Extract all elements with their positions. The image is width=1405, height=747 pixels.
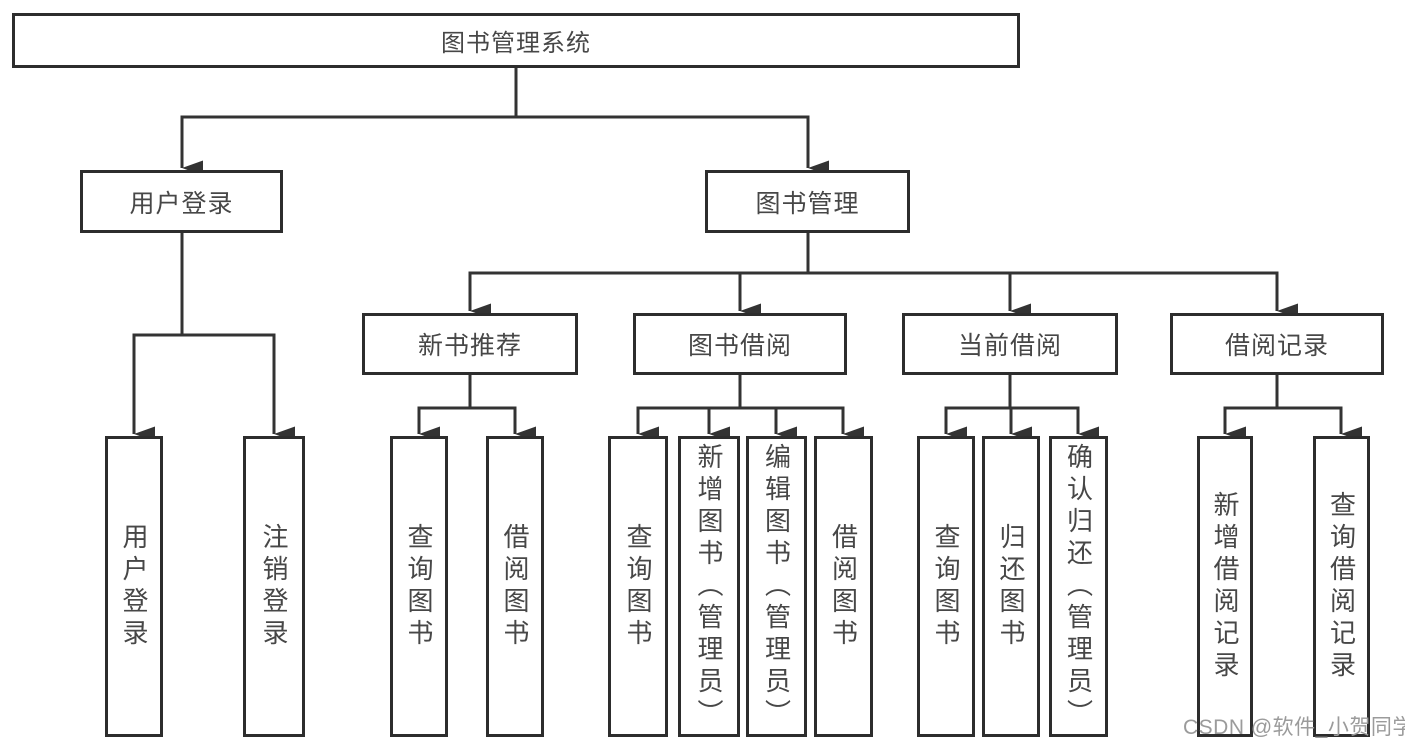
csdn-watermark: CSDN @软件_小贺同学 xyxy=(1183,716,1405,739)
node-book-management: 图书管理 xyxy=(705,170,910,233)
leaf-user-login: 用户登录 xyxy=(105,436,163,737)
leaf-logout: 注销登录 xyxy=(243,436,305,737)
leaf-return-books: 归还图书 xyxy=(982,436,1040,737)
node-current-borrow: 当前借阅 xyxy=(902,313,1118,375)
node-user-login: 用户登录 xyxy=(80,170,283,233)
node-new-book-recommend: 新书推荐 xyxy=(362,313,578,375)
leaf-borrow-books-recommend: 借阅图书 xyxy=(486,436,544,737)
node-book-borrow: 图书借阅 xyxy=(633,313,847,375)
leaf-add-books-admin: 新增图书（管理员） xyxy=(678,436,740,737)
node-library-management-system: 图书管理系统 xyxy=(12,13,1020,68)
node-borrow-records: 借阅记录 xyxy=(1170,313,1384,375)
leaf-confirm-return-admin: 确认归还（管理员） xyxy=(1049,436,1108,737)
leaf-borrow-books: 借阅图书 xyxy=(814,436,873,737)
leaf-query-borrow-record: 查询借阅记录 xyxy=(1313,436,1370,737)
leaf-edit-books-admin: 编辑图书（管理员） xyxy=(746,436,807,737)
leaf-query-books-current: 查询图书 xyxy=(917,436,975,737)
leaf-add-borrow-record: 新增借阅记录 xyxy=(1197,436,1253,737)
leaf-query-books-borrow: 查询图书 xyxy=(608,436,668,737)
leaf-query-books-recommend: 查询图书 xyxy=(390,436,448,737)
